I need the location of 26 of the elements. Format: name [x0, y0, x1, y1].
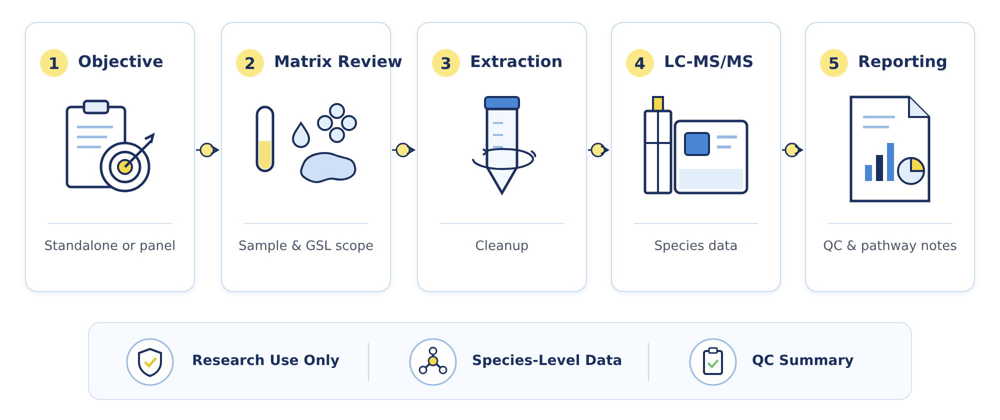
step-card	[417, 22, 587, 292]
step-number: 2	[236, 49, 264, 77]
step-caption: Cleanup	[474, 239, 530, 254]
arrow	[392, 142, 416, 158]
step-number: 1	[40, 49, 68, 77]
feature-label: Species-Level Data	[472, 353, 622, 369]
step-number: 4	[626, 49, 654, 77]
step-number: 5	[820, 49, 848, 77]
step-title: Extraction	[470, 52, 563, 71]
step-title: Objective	[78, 52, 164, 71]
step-caption: QC & pathway notes	[822, 239, 958, 254]
arrow	[782, 142, 804, 158]
step-number: 3	[432, 49, 460, 77]
step-title: Reporting	[858, 52, 948, 71]
step-caption: Sample & GSL scope	[238, 239, 374, 254]
step-caption: Species data	[653, 239, 739, 254]
feature-label: Research Use Only	[192, 353, 340, 369]
step-card	[25, 22, 195, 292]
step-card	[805, 22, 975, 292]
arrow	[196, 142, 220, 158]
step-title: LC-MS/MS	[664, 52, 754, 71]
step-caption: Standalone or panel	[43, 239, 177, 254]
step-title: Matrix Review	[274, 52, 402, 71]
feature-label: QC Summary	[752, 353, 854, 369]
step-card	[611, 22, 781, 292]
arrow	[588, 142, 610, 158]
